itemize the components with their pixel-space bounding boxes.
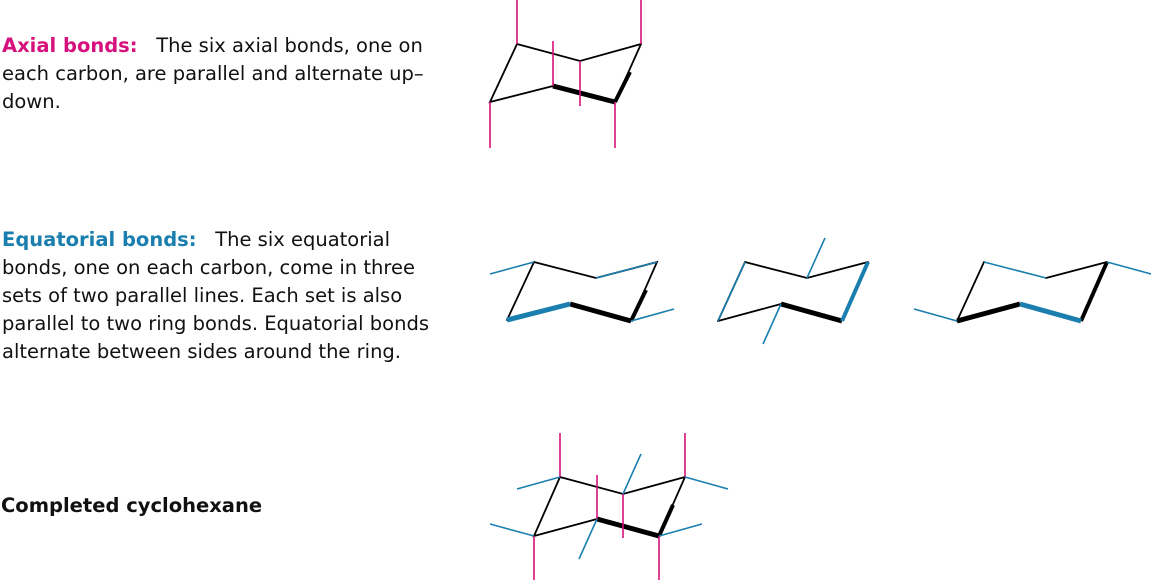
eq3-ring (956, 261, 1108, 322)
axial-chair-bold-bond (552, 83, 616, 105)
eq2-bond-3 (717, 261, 746, 322)
completed-eq-6 (658, 523, 703, 537)
equatorial-text: The six equatorial bonds, one on each ca… (2, 228, 430, 363)
eq1-bold-bond (569, 301, 632, 324)
eq1-bold-wedge (629, 289, 648, 322)
eq3-bond-3 (1106, 261, 1151, 275)
eq1-bond-2 (595, 261, 658, 279)
axial-chair-ring-front-left (488, 43, 554, 104)
eq3-bold-wedge (1079, 261, 1109, 322)
completed-eq-1 (516, 476, 561, 490)
axial-chair (488, 0, 642, 148)
axial-chair-bold-wedge (613, 71, 632, 103)
completed-eq-5 (489, 523, 535, 537)
equatorial-term: Equatorial bonds: (2, 228, 197, 251)
eq3-bond-2 (913, 308, 958, 322)
eq3-bold-bond (956, 301, 1021, 324)
completed-chair (489, 433, 729, 580)
completed-eq-2 (684, 476, 729, 490)
completed-ring-back (559, 476, 686, 495)
eq1-colored-bond (506, 301, 571, 323)
eq2-bond-1 (806, 237, 826, 279)
eq3-bond-1 (983, 261, 1047, 279)
completed-eq-3 (622, 453, 642, 495)
completed-cyclohexane-label: Completed cyclohexane (1, 494, 263, 517)
completed-ring-front-left (532, 476, 598, 538)
equatorial-chair-3 (913, 261, 1151, 324)
equatorial-description: Equatorial bonds: The six equatorial bon… (2, 226, 442, 366)
completed-bold-bond (596, 516, 660, 539)
completed-eq-4 (578, 518, 598, 560)
axial-description: Axial bonds: The six axial bonds, one on… (2, 32, 442, 116)
equatorial-chair-2 (717, 237, 870, 345)
axial-chair-ring-back (516, 43, 642, 62)
axial-text: The six axial bonds, one on each carbon,… (2, 34, 424, 113)
equatorial-chair-1 (489, 260, 675, 324)
eq2-colored-wedge (840, 261, 870, 322)
eq1-bond-1 (489, 261, 535, 275)
axial-term: Axial bonds: (2, 34, 138, 57)
eq1-bond-3 (630, 308, 675, 322)
eq3-colored-bond (1019, 301, 1082, 324)
completed-bold-wedge (657, 504, 675, 537)
eq2-bold-bond (780, 301, 843, 324)
eq2-bond-2 (762, 303, 782, 345)
